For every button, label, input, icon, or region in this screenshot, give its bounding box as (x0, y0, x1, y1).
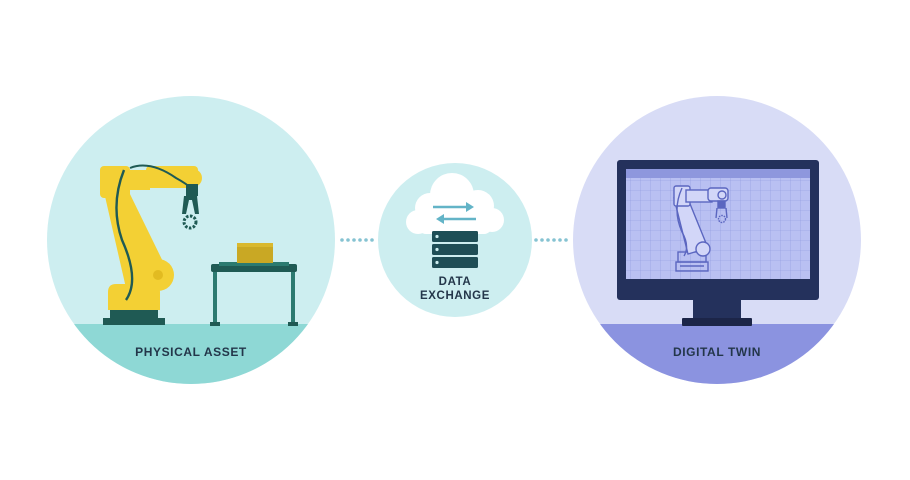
physical-asset-label: PHYSICAL ASSET (135, 345, 247, 359)
data-exchange-label-line2: EXCHANGE (420, 290, 490, 302)
physical-ground (47, 324, 335, 384)
data-exchange-label-line1: DATA (438, 276, 472, 288)
data-exchange-label: DATA EXCHANGE (405, 275, 505, 303)
digital-ground (573, 324, 861, 384)
robot-arm-icon (100, 164, 202, 325)
server-icon (432, 231, 478, 268)
data-exchange-circle (378, 163, 532, 317)
exchange-arrows-icon (433, 202, 476, 224)
robot-wireframe-icon (673, 185, 729, 272)
digital-twin-label: DIGITAL TWIN (672, 345, 762, 359)
cloud-icon (406, 173, 504, 234)
connector-dots-right (534, 238, 568, 242)
box-icon (237, 243, 273, 263)
conveyor-table-icon (210, 262, 298, 326)
monitor-icon (617, 160, 819, 326)
digital-twin-circle (573, 96, 861, 384)
connector-dots-left (340, 238, 374, 242)
